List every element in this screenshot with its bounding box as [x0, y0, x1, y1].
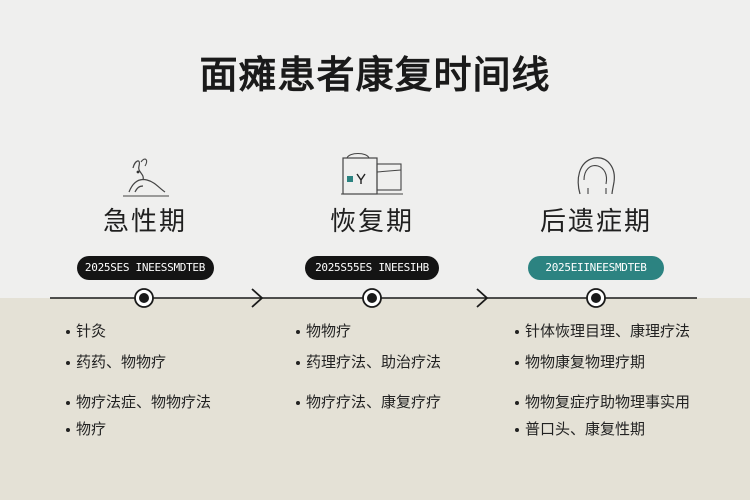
stage-recovery: 恢复期 2025S55ES INEESIHB [272, 148, 472, 280]
timeline-arrow-icon [251, 288, 264, 308]
list-item: 针体恢理目理、康理疗法 [515, 320, 690, 341]
list-item: 药药、物物疗 [66, 351, 166, 372]
page-title: 面瘫患者康复时间线 [199, 53, 551, 97]
head-sketch-icon [496, 148, 696, 198]
stage-acute: 急性期 2025SES INEESSMDTEB [45, 148, 245, 280]
stage-name: 急性期 [102, 207, 187, 237]
stage-sequelae: 后遗症期 2025EIINEESMDTEB [496, 148, 696, 280]
monitor-sketch-icon [272, 148, 472, 198]
lower-background-band [0, 298, 750, 500]
stage-name: 恢复期 [329, 207, 414, 237]
stage-badge: 2025SES INEESSMDTEB [76, 256, 214, 280]
stage-badge: 2025S55ES INEESIHB [305, 256, 439, 280]
list-item: 药理疗法、助治疗法 [296, 351, 441, 372]
list-item: 针灸 [66, 320, 106, 341]
stage-badge: 2025EIINEESMDTEB [528, 256, 664, 280]
list-item: 物物康复物理疗期 [515, 351, 645, 372]
list-item: 普口头、康复性期 [515, 418, 645, 439]
list-item: 物疗 [66, 418, 106, 439]
timeline [50, 288, 697, 308]
list-item: 物疗疗法、康复疗疗 [296, 391, 441, 412]
list-item: 物物疗 [296, 320, 351, 341]
list-item: 物物复症疗助物理事实用 [515, 391, 690, 412]
timeline-node [134, 288, 154, 308]
timeline-node [362, 288, 382, 308]
timeline-arrow-icon [476, 288, 489, 308]
timeline-node [586, 288, 606, 308]
rabbit-sketch-icon [45, 148, 245, 198]
list-item: 物疗法症、物物疗法 [66, 391, 211, 412]
stage-name: 后遗症期 [539, 207, 652, 237]
